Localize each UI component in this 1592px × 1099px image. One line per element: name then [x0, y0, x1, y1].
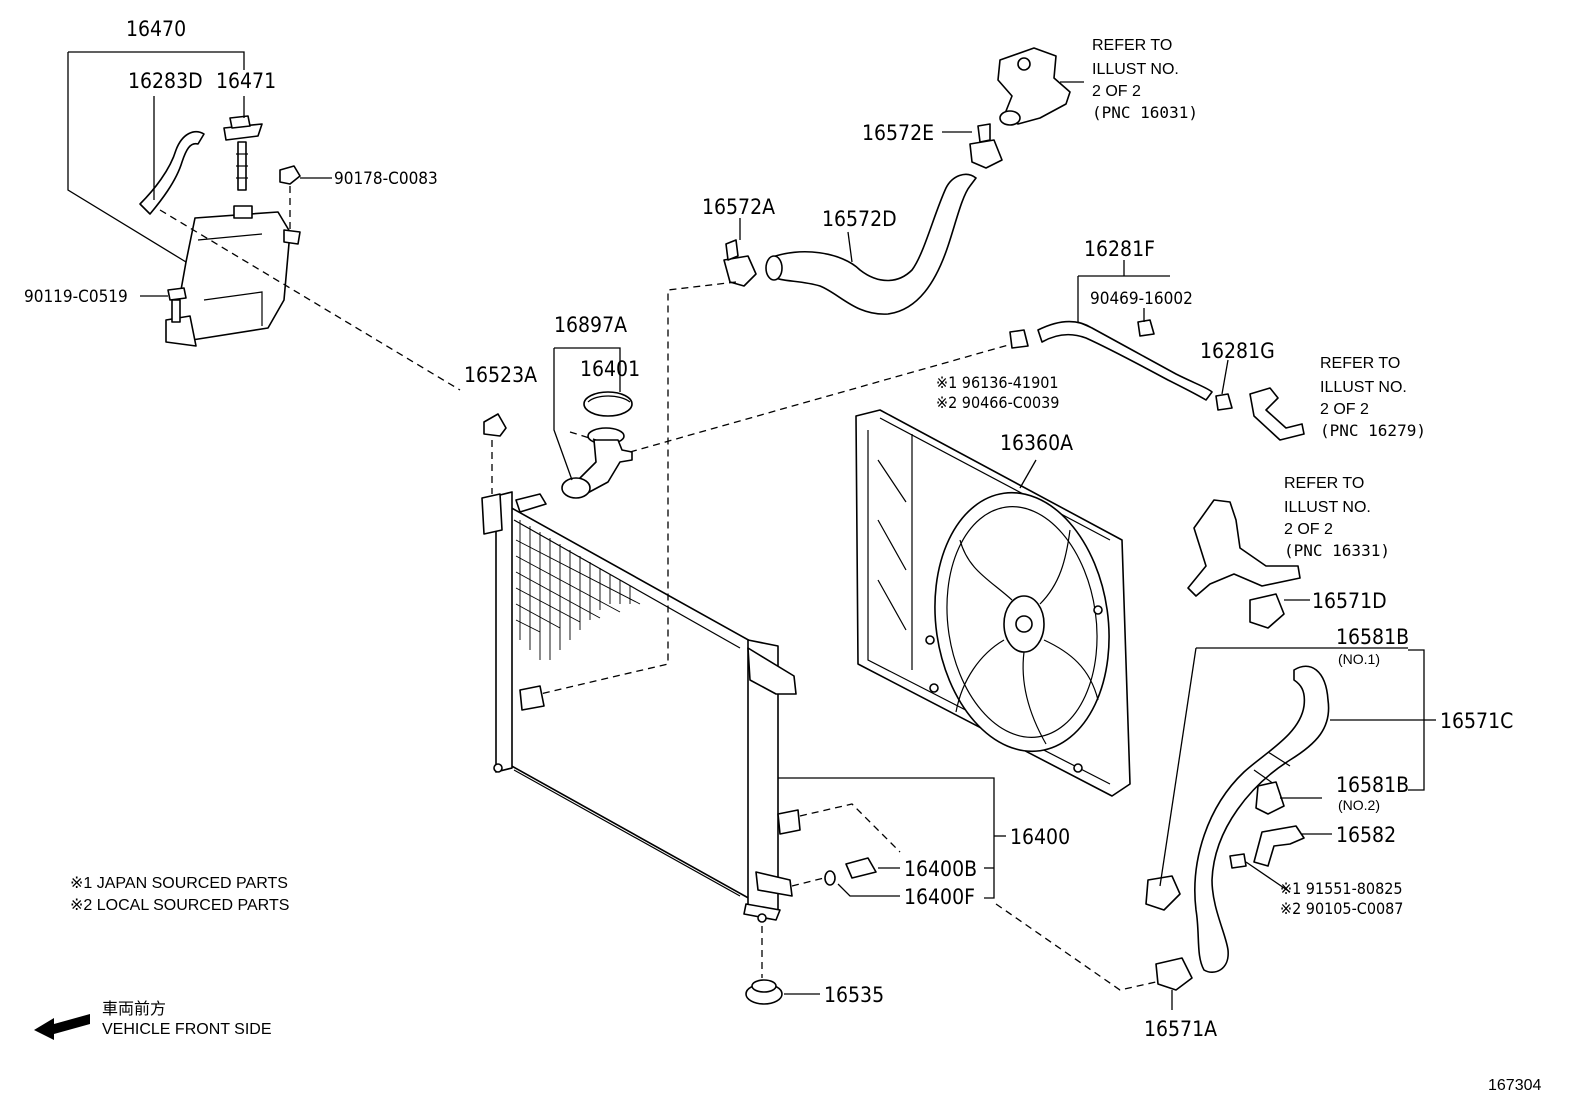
vehicle-front-arrow-icon — [34, 1014, 90, 1040]
cooling-fan-shroud — [855, 409, 1131, 797]
clamp-16281G — [1215, 393, 1233, 411]
refer-to-16279: REFER TO ILLUST NO. 2 OF 2 (PNC 16279) — [1320, 355, 1426, 440]
label-16897A: 16897A — [554, 313, 627, 337]
label-90105-C0087: ※2 90105-C0087 — [1280, 899, 1403, 918]
ref-line: ILLUST NO. — [1320, 379, 1407, 396]
radiator-support-cushion-upper — [483, 413, 507, 437]
label-16571A: 16571A — [1144, 1017, 1217, 1041]
ref-line: (PNC 16331) — [1284, 541, 1390, 560]
direction-label-jp: 車両前方 — [102, 1000, 166, 1018]
label-16581B-no1-sub: (NO.1) — [1338, 651, 1380, 667]
label-90466-C0039: ※2 90466-C0039 — [936, 393, 1059, 412]
label-16281G: 16281G — [1200, 339, 1275, 363]
refer-to-16331: REFER TO ILLUST NO. 2 OF 2 (PNC 16331) — [1284, 475, 1390, 560]
ref-line: (PNC 16031) — [1092, 103, 1198, 122]
reservoir-tank — [165, 205, 301, 347]
label-16400F: 16400F — [904, 885, 975, 909]
label-16572D: 16572D — [822, 207, 897, 231]
label-16470: 16470 — [126, 17, 186, 41]
radiator-cap — [583, 391, 633, 417]
ref-line: 2 OF 2 — [1092, 83, 1141, 100]
ref-line: 2 OF 2 — [1284, 521, 1333, 538]
label-90119-C0519: 90119-C0519 — [24, 287, 128, 307]
label-96136-41901: ※1 96136-41901 — [936, 373, 1059, 392]
radiator-support-cushion-lower — [745, 979, 783, 1005]
figure-id: 167304 — [1488, 1077, 1541, 1094]
ref-line: REFER TO — [1092, 37, 1172, 54]
ref-line: REFER TO — [1284, 475, 1364, 492]
label-16400B: 16400B — [904, 857, 977, 881]
label-16471: 16471 — [216, 69, 276, 93]
radiator — [481, 491, 801, 923]
clamp-16581B-no2 — [1255, 781, 1285, 815]
legend-japan-sourced: ※1 JAPAN SOURCED PARTS — [70, 875, 288, 892]
clamp-16571D — [1249, 593, 1285, 629]
label-90178-C0083: 90178-C0083 — [334, 169, 438, 189]
o-ring — [824, 870, 836, 886]
label-91551-80825: ※1 91551-80825 — [1280, 879, 1403, 898]
label-16572A: 16572A — [702, 195, 775, 219]
label-16581B-no2-sub: (NO.2) — [1338, 797, 1380, 813]
legend-local-sourced: ※2 LOCAL SOURCED PARTS — [70, 897, 289, 914]
label-16571C: 16571C — [1440, 709, 1513, 733]
reservoir-bracket — [223, 115, 263, 191]
label-16572E: 16572E — [862, 121, 934, 145]
overflow-hose — [139, 130, 205, 215]
ref-line: ILLUST NO. — [1092, 61, 1179, 78]
water-inlet-16331 — [1187, 499, 1301, 597]
ref-line: REFER TO — [1320, 355, 1400, 372]
label-16400: 16400 — [1010, 825, 1070, 849]
hose-clamp-lower — [1145, 875, 1181, 911]
label-16283D: 16283D — [128, 69, 203, 93]
ref-line: (PNC 16279) — [1320, 421, 1426, 440]
clamp-16571A — [1155, 957, 1193, 991]
hose-16281F — [1037, 320, 1213, 401]
clamp-16572E — [969, 123, 1003, 169]
label-16401: 16401 — [580, 357, 640, 381]
bracket-16582 — [1253, 825, 1305, 867]
refer-to-16031: REFER TO ILLUST NO. 2 OF 2 (PNC 16031) — [1092, 37, 1198, 122]
filler-neck — [561, 427, 633, 499]
bolt-91551 — [1229, 853, 1247, 869]
nut-90178 — [279, 165, 301, 185]
ref-part-16279 — [1249, 387, 1305, 441]
lower-radiator-hose — [1194, 665, 1330, 974]
clamp-96136 — [1009, 329, 1029, 349]
label-16281F: 16281F — [1084, 237, 1155, 261]
bolt-90119 — [167, 287, 187, 323]
ref-line: ILLUST NO. — [1284, 499, 1371, 516]
direction-label-en: VEHICLE FRONT SIDE — [102, 1021, 272, 1038]
water-outlet — [997, 47, 1071, 126]
label-16360A: 16360A — [1000, 431, 1073, 455]
clip-90469 — [1137, 319, 1155, 337]
ref-line: 2 OF 2 — [1320, 401, 1369, 418]
clamp-16572A — [723, 239, 757, 287]
label-16582: 16582 — [1336, 823, 1396, 847]
label-16535: 16535 — [824, 983, 884, 1007]
label-16581B-no1: 16581B — [1336, 625, 1409, 649]
label-90469-16002: 90469-16002 — [1090, 289, 1193, 309]
label-16571D: 16571D — [1312, 589, 1387, 613]
label-16523A: 16523A — [464, 363, 537, 387]
label-16581B-no2: 16581B — [1336, 773, 1409, 797]
upper-radiator-hose — [765, 173, 977, 315]
drain-cock — [845, 857, 877, 879]
